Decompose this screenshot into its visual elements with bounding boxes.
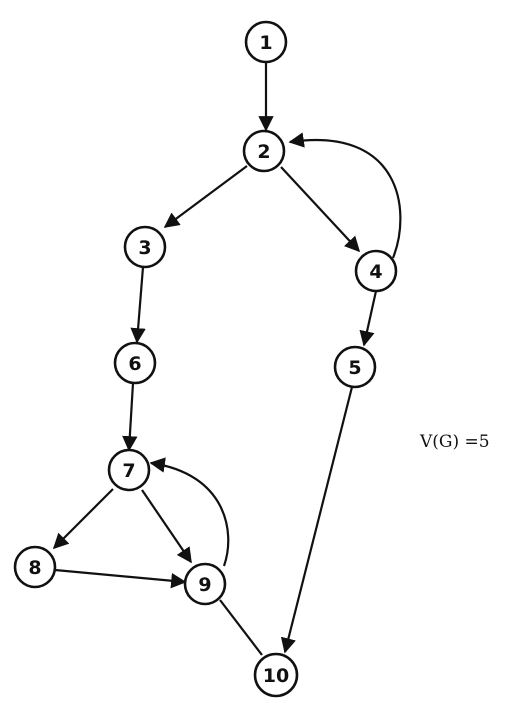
edge-7-8 <box>52 488 114 550</box>
edge-7-9 <box>141 489 192 564</box>
edge-4-2 <box>288 132 402 259</box>
node-5: 5 <box>333 345 377 389</box>
node-6: 6 <box>113 341 157 385</box>
edge-4-5 <box>359 290 378 347</box>
edge-9-7 <box>149 457 230 567</box>
node-9-label: 9 <box>198 574 211 596</box>
node-1: 1 <box>244 20 288 64</box>
edge-8-9 <box>54 568 187 589</box>
node-2: 2 <box>242 129 286 173</box>
node-4: 4 <box>354 249 398 293</box>
node-9: 9 <box>183 562 227 606</box>
node-3-label: 3 <box>138 237 151 259</box>
edge-3-6 <box>130 266 146 344</box>
node-7: 7 <box>107 448 151 492</box>
node-8-label: 8 <box>28 557 41 579</box>
edge-5-10 <box>280 386 354 654</box>
node-1-label: 1 <box>259 32 272 54</box>
node-5-label: 5 <box>348 357 361 379</box>
edge-9-10 <box>219 599 263 656</box>
node-3: 3 <box>123 225 167 269</box>
node-2-label: 2 <box>257 141 270 163</box>
node-7-label: 7 <box>122 460 135 482</box>
node-8: 8 <box>13 545 57 589</box>
node-10: 10 <box>253 652 299 698</box>
node-10-label: 10 <box>263 665 289 687</box>
node-6-label: 6 <box>128 353 141 375</box>
edge-2-3 <box>163 165 248 228</box>
node-4-label: 4 <box>369 261 382 283</box>
nodes-group: 1 2 3 4 5 6 7 8 <box>13 20 398 698</box>
cyclomatic-complexity-label: V(G) =5 <box>419 432 490 452</box>
edge-6-7 <box>122 382 138 452</box>
edges-group <box>52 62 402 656</box>
edge-2-4 <box>280 166 361 253</box>
